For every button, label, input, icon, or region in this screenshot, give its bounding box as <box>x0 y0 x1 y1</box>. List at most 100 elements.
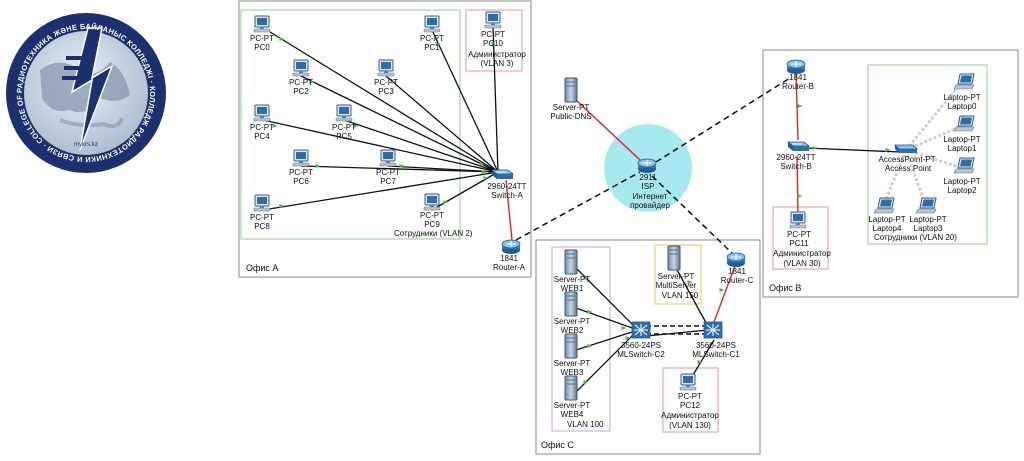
pc10-name: PC10 <box>483 39 504 48</box>
device-laptop0[interactable]: Laptop-PT Laptop0 <box>943 73 981 111</box>
vlan-3-admin: Администратор <box>468 50 526 59</box>
pc6-name: PC6 <box>293 177 309 186</box>
router-c-model: 1841 <box>728 267 746 276</box>
vlan-150-area <box>654 244 702 305</box>
laptop0-name: Laptop0 <box>948 102 977 111</box>
device-switch-a[interactable]: 2960-24TT Switch-A <box>487 169 527 200</box>
pc8-model: PC-PT <box>250 213 274 222</box>
device-pc6[interactable]: PC-PT PC6 <box>289 149 313 186</box>
router-b-name: Router-B <box>782 82 814 91</box>
pc1-name: PC1 <box>424 43 440 52</box>
laptop0-model: Laptop-PT <box>943 93 980 102</box>
dns-model: Server-PT <box>553 103 590 112</box>
laptop4-model: Laptop-PT <box>868 215 905 224</box>
device-pc5[interactable]: PC-PT PC5 <box>332 104 356 141</box>
device-web4[interactable]: Server-PT WEB4 <box>554 375 591 419</box>
device-mlswitch-c2[interactable]: 3560-24PS MLSwitch-C2 <box>617 321 665 359</box>
pc0-model: PC-PT <box>250 34 274 43</box>
ap-name: Access Point <box>885 164 932 173</box>
device-multiserver[interactable]: Server-PT MultiServer VLAN 150 <box>656 245 699 300</box>
web3-name: WEB3 <box>561 368 584 377</box>
wan-links <box>515 77 791 255</box>
laptop1-model: Laptop-PT <box>943 135 980 144</box>
logo-site: mykrs.kz <box>74 142 98 148</box>
router-a-model: 1841 <box>500 254 518 263</box>
web4-model: Server-PT <box>554 401 591 410</box>
device-laptop4[interactable]: Laptop-PT Laptop4 <box>868 197 906 233</box>
mls-c2-name: MLSwitch-C2 <box>617 350 665 359</box>
pc2-name: PC2 <box>293 87 309 96</box>
pc11-name: PC11 <box>789 239 809 248</box>
device-laptop1[interactable]: Laptop-PT Laptop1 <box>943 115 981 153</box>
device-pc4[interactable]: PC-PT PC4 <box>250 104 274 141</box>
switch-b-model: 2960-24TT <box>776 153 815 162</box>
isp-name: ISP <box>642 182 655 191</box>
pc3-name: PC3 <box>378 87 394 96</box>
device-pc1[interactable]: PC-PT PC1 <box>420 15 444 52</box>
device-pc9[interactable]: PC-PT PC9 <box>420 193 444 229</box>
pc12-name: PC12 <box>680 401 701 410</box>
device-router-c[interactable]: 1841 Router-C <box>721 252 754 285</box>
router-a-name: Router-A <box>493 263 526 272</box>
device-web1[interactable]: Server-PT WEB1 <box>554 249 591 293</box>
web4-name: WEB4 <box>561 410 584 419</box>
vlan-2-label: Сотрудники (VLAN 2) <box>394 229 473 238</box>
device-switch-b[interactable]: 2960-24TT Switch-B <box>776 141 816 171</box>
switch-a-name: Switch-A <box>491 191 523 200</box>
ap-model: AccessPoint-PT <box>879 155 936 164</box>
pc9-name: PC9 <box>424 220 440 229</box>
pc9-model: PC-PT <box>420 211 444 220</box>
college-logo: РАДИОТЕХНИКА ЖӘНЕ БАЙЛАНЫС КОЛЛЕДЖІ · КО… <box>0 0 166 173</box>
office-b-label: Офис B <box>769 283 801 293</box>
pc5-name: PC5 <box>336 132 352 141</box>
laptop3-model: Laptop-PT <box>909 215 946 224</box>
pc12-model: PC-PT <box>678 392 702 401</box>
switch-b-name: Switch-B <box>780 162 812 171</box>
vlan-2-area <box>240 9 461 240</box>
laptop3-name: Laptop3 <box>914 224 943 233</box>
device-pc2[interactable]: PC-PT PC2 <box>289 59 313 96</box>
dns-name: Public-DNS <box>550 112 591 121</box>
device-pc11[interactable]: PC-PT PC11 Администратор (VLAN 30) <box>773 211 831 268</box>
pc1-model: PC-PT <box>420 34 444 43</box>
office-b-frame: Офис B <box>762 49 1019 298</box>
device-mlswitch-c1[interactable]: 3560-24PS MLSwitch-C1 <box>692 321 740 359</box>
laptop2-model: Laptop-PT <box>943 177 980 186</box>
laptop4-name: Laptop4 <box>873 224 902 233</box>
vlan-100-label: VLAN 100 <box>567 420 604 429</box>
pc6-model: PC-PT <box>289 168 313 177</box>
pc2-model: PC-PT <box>289 78 313 87</box>
laptop1-name: Laptop1 <box>948 144 977 153</box>
device-router-a[interactable]: 1841 Router-A <box>493 239 526 272</box>
pc4-model: PC-PT <box>250 123 274 132</box>
multiserver-model: Server-PT <box>658 272 695 281</box>
device-pc8[interactable]: PC-PT PC8 <box>250 194 274 231</box>
device-router-b[interactable]: 1841 Router-B <box>782 59 814 91</box>
router-c-name: Router-C <box>721 276 754 285</box>
mls-c2-model: 3560-24PS <box>621 341 661 350</box>
laptop2-name: Laptop2 <box>948 186 977 195</box>
pc7-model: PC-PT <box>376 168 400 177</box>
pc4-name: PC4 <box>254 132 270 141</box>
pc10-model: PC-PT <box>481 30 505 39</box>
isp-model: 2911 <box>639 173 657 182</box>
device-access-point[interactable]: AccessPoint-PT Access Point <box>879 144 936 173</box>
device-pc7[interactable]: PC-PT PC7 <box>376 149 400 186</box>
device-pc12[interactable]: PC-PT PC12 Администратор (VLAN 130) <box>661 373 719 430</box>
device-laptop3[interactable]: Laptop-PT Laptop3 <box>909 197 947 233</box>
device-web2[interactable]: Server-PT WEB2 <box>554 291 591 335</box>
device-public-dns[interactable]: Server-PT Public-DNS <box>550 77 592 121</box>
web1-name: WEB1 <box>561 284 584 293</box>
vlan-130-label: (VLAN 130) <box>669 421 711 430</box>
vlan-30-area <box>772 206 829 270</box>
isp-desc-1: Интернет <box>633 192 668 201</box>
device-pc0[interactable]: PC-PT PC0 <box>250 15 274 52</box>
device-isp[interactable]: 2911 ISP Интернет провайдер <box>630 158 670 210</box>
device-web3[interactable]: Server-PT WEB3 <box>554 333 591 377</box>
pc3-model: PC-PT <box>374 78 398 87</box>
device-laptop2[interactable]: Laptop-PT Laptop2 <box>943 157 981 195</box>
web2-name: WEB2 <box>561 326 584 335</box>
device-pc3[interactable]: PC-PT PC3 <box>374 59 398 96</box>
device-pc10[interactable]: PC-PT PC10 Администратор (VLAN 3) <box>468 11 526 68</box>
